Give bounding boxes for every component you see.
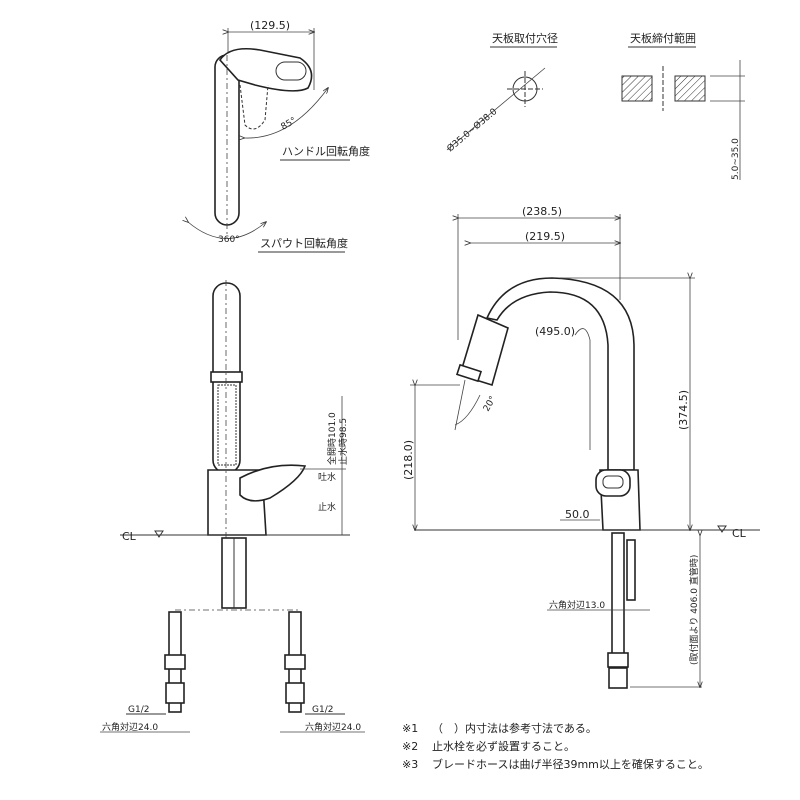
- clamp-title: 天板締付範囲: [630, 31, 696, 45]
- hose-pull-length: (495.0): [535, 325, 575, 338]
- spout-height: (218.0): [402, 440, 415, 480]
- reach-outer: (238.5): [522, 205, 562, 218]
- left-hex: 六角対辺24.0: [102, 721, 158, 733]
- side-view: (238.5) (219.5) 20° (495.0) CL 50.0 (218…: [402, 205, 760, 689]
- head-angle: 20°: [482, 395, 499, 414]
- side-nut: [608, 667, 628, 689]
- spout-rotation-label: スパウト回転角度: [260, 236, 348, 250]
- front-view: CL 全開時101.0 止水時98.5 吐水 止水 G1/2 G1/2 六角対辺…: [100, 280, 365, 733]
- left-nut: [165, 682, 185, 704]
- hole-title: 天板取付穴径: [492, 31, 558, 45]
- right-thread: G1/2: [312, 705, 333, 715]
- right-hex: 六角対辺24.0: [305, 721, 361, 733]
- handle-angle: 85°: [280, 116, 299, 133]
- note-2-mark: ※2: [402, 740, 418, 753]
- spout-water-label: 吐水: [318, 471, 336, 483]
- note-1-mark: ※1: [402, 722, 418, 735]
- spout-angle: 360°: [218, 235, 240, 245]
- full-open-dim: 全開時101.0: [326, 412, 338, 465]
- hole-diameter-detail: 天板取付穴径 Ø35.0~Ø38.0: [445, 31, 558, 154]
- handle-rotation-label: ハンドル回転角度: [282, 144, 370, 158]
- handle-side: [595, 469, 631, 497]
- closed-dim: 止水時98.5: [337, 418, 349, 465]
- handle-lever: [239, 464, 307, 502]
- stop-water-label: 止水: [318, 501, 336, 513]
- clamp-range-detail: 天板締付範囲 5.0~35.0: [621, 31, 745, 180]
- side-hex: 六角対辺13.0: [549, 599, 605, 611]
- pipe-length: (取付面より 406.0 直管時): [688, 555, 700, 665]
- gooseneck-spout: [485, 277, 635, 471]
- hole-diameter: Ø35.0~Ø38.0: [445, 106, 500, 154]
- reach-inner: (219.5): [525, 230, 565, 243]
- note-3-mark: ※3: [402, 758, 418, 771]
- clamp-range: 5.0~35.0: [731, 138, 741, 180]
- side-cl-label: CL: [732, 527, 747, 540]
- note-1-text: （ ）内寸法は参考寸法である。: [432, 721, 597, 735]
- top-view: (129.5) 85° ハンドル回転角度 360° スパウト回転角度: [188, 19, 370, 253]
- left-thread: G1/2: [128, 705, 149, 715]
- base-diameter: 50.0: [565, 508, 590, 521]
- spray-head: [459, 313, 509, 387]
- right-nut: [285, 682, 305, 704]
- note-3-text: ブレードホースは曲げ半径39mm以上を確保すること。: [432, 757, 709, 771]
- total-height: (374.5): [677, 390, 690, 430]
- front-cl-label: CL: [122, 530, 137, 543]
- note-2-text: 止水栓を必ず設置すること。: [432, 739, 575, 753]
- notes: ※1 （ ）内寸法は参考寸法である。 ※2 止水栓を必ず設置すること。 ※3 ブ…: [402, 721, 709, 771]
- top-width-dim: (129.5): [250, 19, 290, 32]
